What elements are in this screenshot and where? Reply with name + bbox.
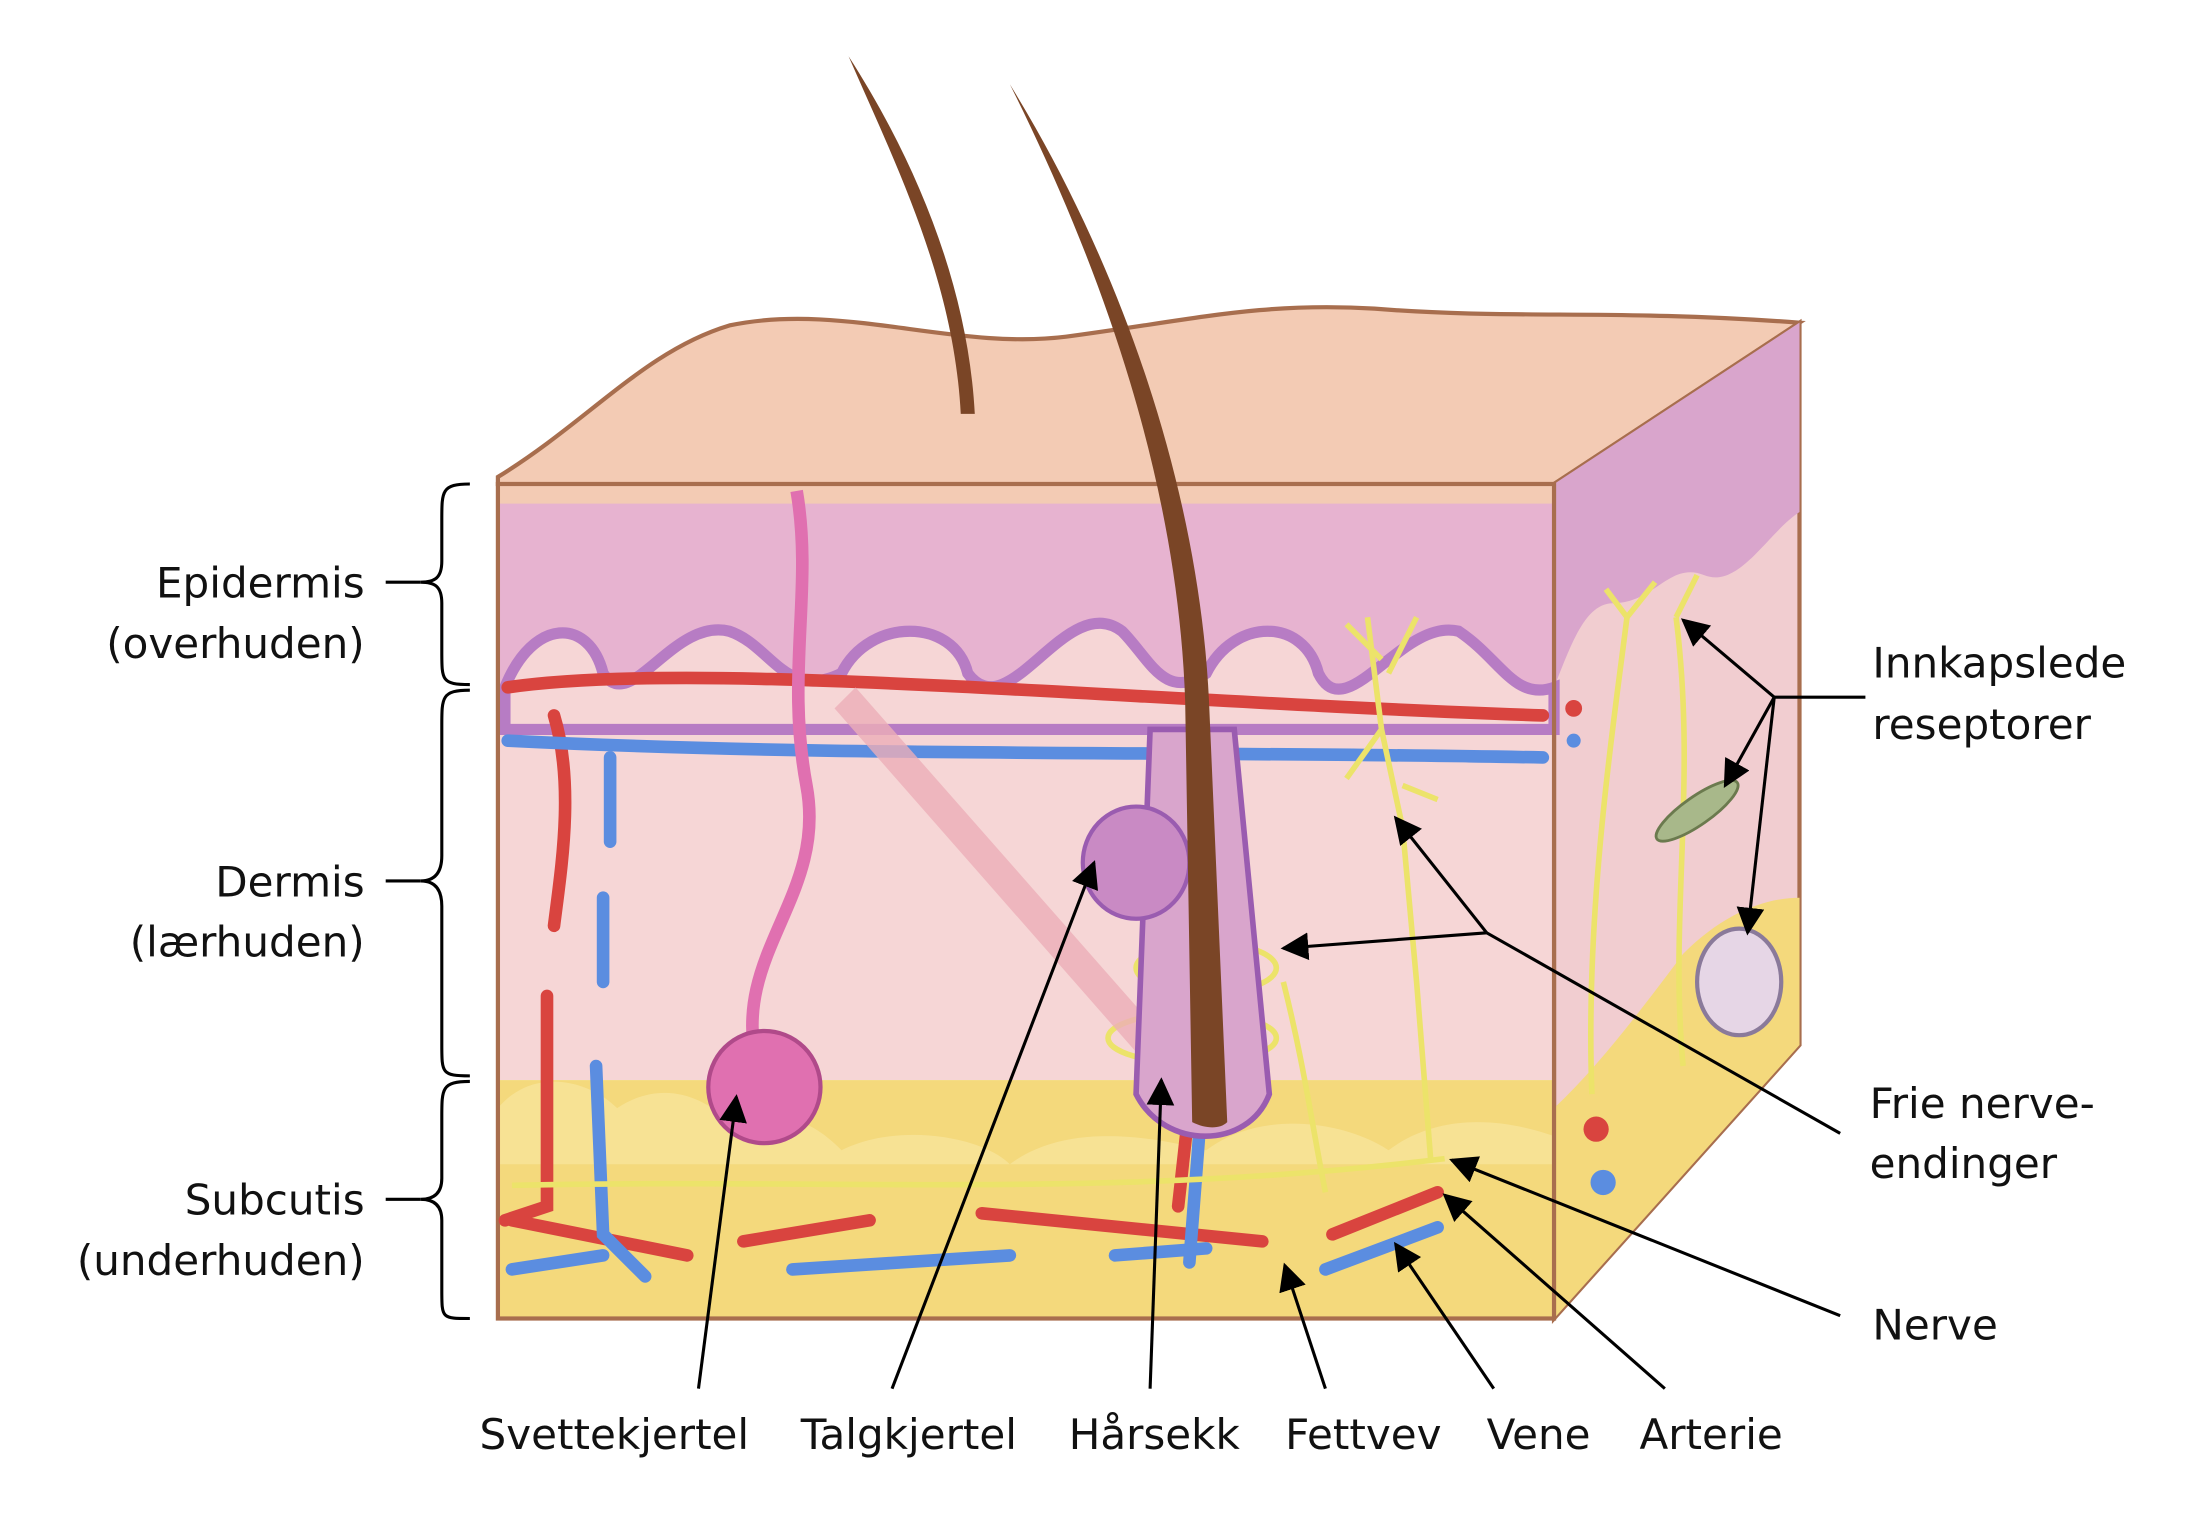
label-free-nerve-sub: endinger	[1870, 1139, 2058, 1188]
sweat-gland-coil	[706, 1028, 823, 1146]
sebaceous-gland	[1080, 804, 1192, 921]
label-sweat-gland: Svettekjertel	[480, 1410, 750, 1459]
side-epidermis	[1554, 322, 1800, 688]
label-vein: Vene	[1487, 1410, 1591, 1459]
label-encapsulated-sub: reseptorer	[1872, 700, 2091, 749]
pointer-arrows	[696, 618, 1866, 1390]
pacinian-corpuscle	[1694, 926, 1784, 1038]
label-dermis: Dermis	[215, 857, 364, 906]
label-subcutis: Subcutis	[185, 1176, 365, 1225]
label-subcutis-sub: (underhuden)	[77, 1236, 365, 1285]
label-nerve: Nerve	[1872, 1301, 1997, 1350]
side-vessels	[1565, 699, 1616, 1196]
hair-shaft-small	[848, 56, 975, 414]
arrector-muscle	[834, 687, 1165, 1053]
label-artery: Arterie	[1639, 1410, 1782, 1459]
sweat-duct	[746, 489, 816, 1068]
label-encapsulated: Innkapslede	[1872, 639, 2126, 688]
label-epidermis: Epidermis	[156, 559, 365, 608]
hair-shaft	[1009, 84, 1228, 1128]
label-dermis-sub: (lærhuden)	[130, 918, 365, 967]
label-epidermis-sub: (overhuden)	[106, 619, 364, 668]
layer-braces	[385, 482, 470, 1321]
label-fat: Fettvev	[1285, 1410, 1441, 1459]
block-outline	[495, 481, 1557, 1321]
label-sebaceous-gland: Talgkjertel	[800, 1410, 1017, 1459]
label-free-nerve: Frie nerve-	[1870, 1079, 2095, 1128]
stratum-corneum	[497, 483, 1555, 504]
label-hair-follicle: Hårsekk	[1069, 1410, 1241, 1459]
